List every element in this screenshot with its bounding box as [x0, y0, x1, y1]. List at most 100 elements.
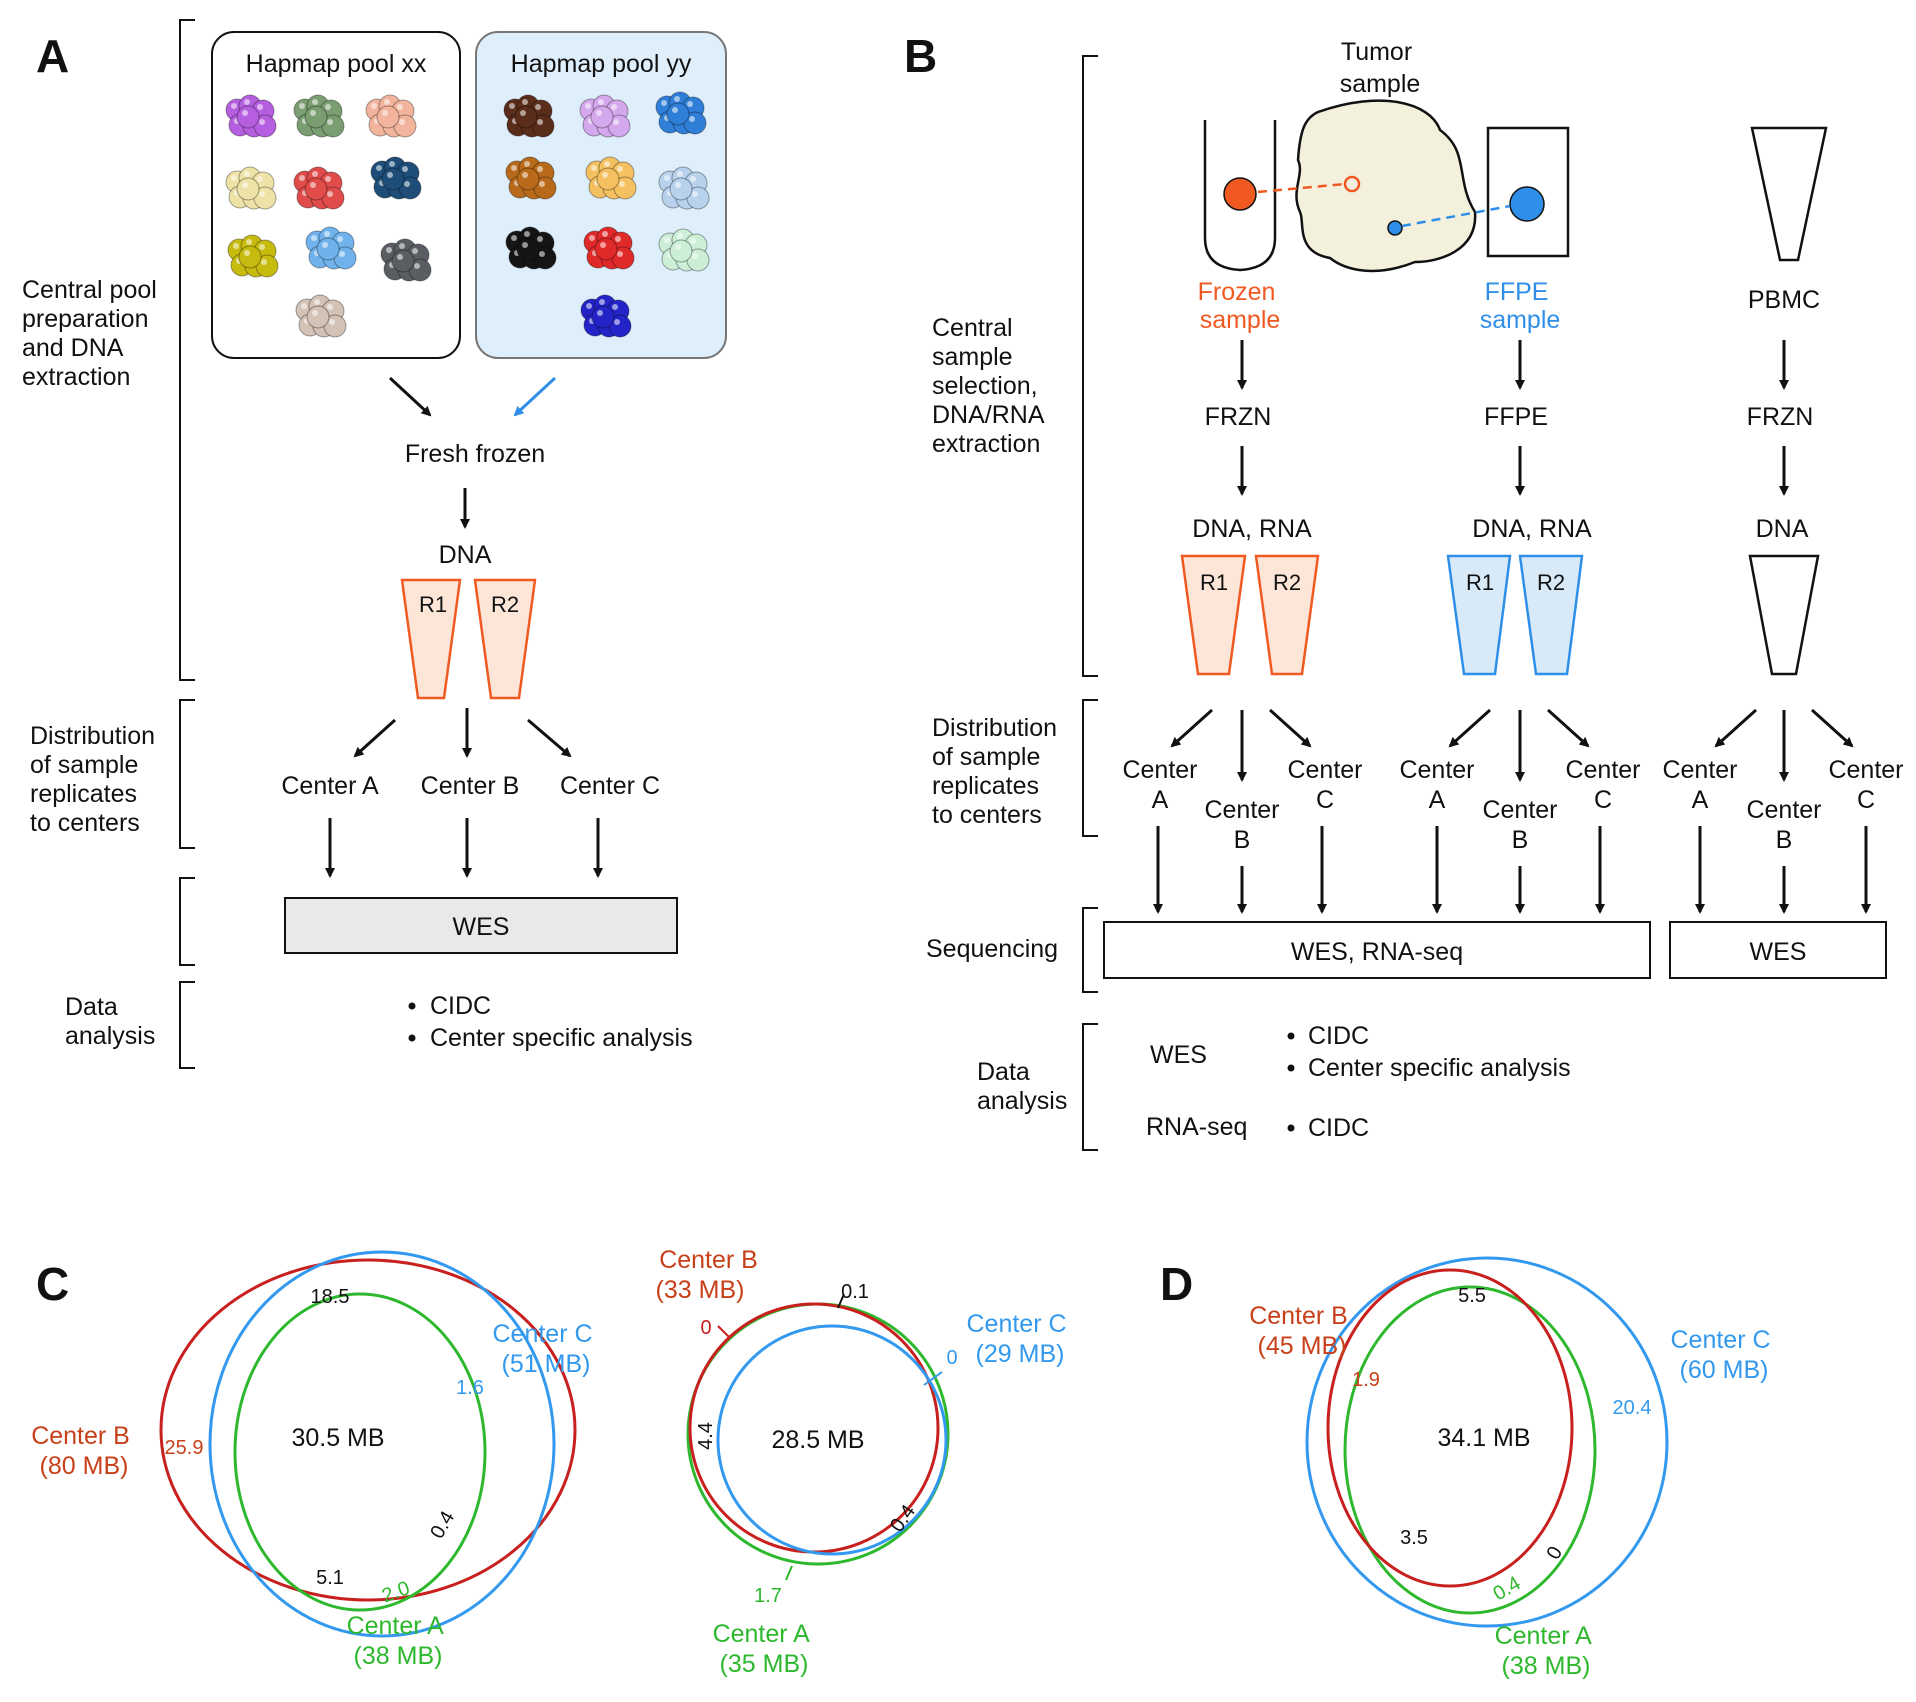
venn-2-label-a: Center A (35 MB) — [713, 1620, 816, 1678]
center-b-label: Center B — [421, 772, 520, 800]
ffpe-sample-label: FFPE sample — [1480, 278, 1561, 334]
wes-label: WES — [453, 913, 510, 941]
analysis-wes-cidc: CIDC — [1308, 1022, 1369, 1050]
venn-2-region-c-only: 0 — [946, 1347, 957, 1369]
pbmc-label: PBMC — [1748, 286, 1820, 314]
frozen-tube-r1 — [1180, 554, 1247, 676]
bullet — [1287, 1032, 1295, 1040]
venn-d-region-c-only: 20.4 — [1613, 1397, 1652, 1419]
stage-label-analysis: Data analysis — [65, 993, 155, 1050]
panel-a: A Central pool preparation and DNA extra… — [22, 19, 727, 1069]
arrow — [1546, 708, 1590, 748]
frzn-label-1: FRZN — [1205, 403, 1272, 431]
bullet — [408, 1034, 416, 1042]
venn-2-leader-b — [717, 1325, 731, 1339]
pool-xx-title: Hapmap pool xx — [246, 50, 427, 78]
ffpe-tube-r2-label: R2 — [1537, 570, 1565, 595]
venn-d-region-b-only: 1.9 — [1352, 1369, 1380, 1391]
ffpe-label: FFPE — [1484, 403, 1548, 431]
cell-cluster — [505, 156, 557, 200]
frozen-tube-r2 — [1254, 554, 1320, 676]
cell-cluster — [505, 226, 557, 270]
ffpe-link — [1401, 204, 1511, 228]
cell-cluster — [225, 94, 277, 138]
venn-d-label-c: Center C (60 MB) — [1671, 1326, 1778, 1384]
ffpe-tube-r1 — [1446, 554, 1512, 676]
stage-label-selection: Central sample selection, DNA/RNA extrac… — [932, 314, 1050, 458]
frozen-extract-label: DNA, RNA — [1192, 515, 1312, 543]
dna-label: DNA — [439, 541, 492, 569]
pbmc-tube — [1750, 126, 1828, 262]
panel-d: D 34.1 MB 5.5 1.9 20.4 3.5 0 0.4 Center … — [1160, 1256, 1778, 1680]
wes-label-pbmc: WES — [1750, 938, 1807, 966]
venn-2-region-bc: 0.1 — [841, 1281, 869, 1303]
cell-cluster — [503, 94, 555, 138]
stage-label-prep: Central pool preparation and DNA extract… — [22, 276, 164, 391]
bullet — [408, 1002, 416, 1010]
tumor-frozen-site — [1343, 175, 1361, 193]
venn-d-center-a — [1343, 1285, 1597, 1615]
frzn-label-2: FRZN — [1747, 403, 1814, 431]
pool-yy-title: Hapmap pool yy — [511, 50, 692, 78]
venn-2-region-a-only: 1.7 — [754, 1585, 782, 1607]
venn-1-label-c: Center C (51 MB) — [493, 1320, 600, 1378]
venn-2-region-ac: 0.4 — [886, 1501, 920, 1536]
cell-cluster — [293, 94, 345, 138]
panel-a-letter: A — [36, 30, 69, 82]
venn-1-center-a — [233, 1292, 487, 1612]
venn-2-leader-a — [785, 1565, 793, 1581]
venn-2: 28.5 MB 0 0.1 0 4.4 0.4 1.7 Center B (33… — [656, 1246, 1067, 1678]
center-c-label: Center C — [560, 772, 660, 800]
tube-r2-label: R2 — [491, 592, 519, 617]
venn-d-center-value: 34.1 MB — [1437, 1424, 1530, 1452]
arrow — [1810, 708, 1854, 748]
cell-cluster — [579, 94, 631, 138]
venn-1-region-b-only: 25.9 — [165, 1437, 204, 1459]
frozen-tube-r1-label: R1 — [1200, 570, 1228, 595]
distribution-arrows — [1170, 708, 1854, 782]
venn-2-region-b-only: 0 — [700, 1317, 711, 1339]
venn-2-center-c — [716, 1324, 948, 1556]
analysis-rnaseq-label: RNA-seq — [1146, 1113, 1247, 1141]
analysis-wes-label: WES — [1150, 1041, 1207, 1069]
arrow-pool-xx — [388, 376, 432, 417]
venn-1-center-b — [159, 1258, 577, 1602]
venn-2-label-b: Center B (33 MB) — [656, 1246, 765, 1304]
venn-d-center-b — [1326, 1268, 1574, 1588]
analysis-item-center-specific: Center specific analysis — [430, 1024, 693, 1052]
wes-box — [284, 897, 678, 954]
bracket-distribution — [1082, 699, 1098, 837]
cell-cluster — [365, 94, 417, 138]
analysis-item-cidc: CIDC — [430, 992, 491, 1020]
venn-1-region-c-only: 1.6 — [456, 1377, 484, 1399]
cell-cluster — [227, 234, 279, 278]
venn-1-region-ac: 0.4 — [426, 1507, 459, 1542]
pbmc-extract-label: DNA — [1756, 515, 1809, 543]
sequencing-arrows — [1153, 826, 1871, 914]
frozen-tube — [1203, 120, 1277, 272]
frozen-sample-dot — [1223, 177, 1257, 211]
cell-cluster — [580, 294, 632, 338]
arrow-to-center-a — [353, 718, 397, 758]
panel-b: B Central sample selection, DNA/RNA extr… — [904, 30, 1904, 1151]
arrow — [1268, 708, 1312, 748]
bullet — [1287, 1064, 1295, 1072]
cell-cluster — [658, 166, 710, 210]
venn-1-region-ab: 5.1 — [316, 1567, 344, 1589]
fresh-frozen-label: Fresh frozen — [405, 440, 545, 468]
cell-cluster — [583, 226, 635, 270]
venn-d-label-b: Center B (45 MB) — [1249, 1302, 1355, 1360]
ffpe-extract-label: DNA, RNA — [1472, 515, 1592, 543]
venn-d-region-bc: 5.5 — [1458, 1285, 1486, 1307]
venn-1-center-value: 30.5 MB — [291, 1424, 384, 1452]
arrow-to-center-c — [527, 718, 572, 758]
